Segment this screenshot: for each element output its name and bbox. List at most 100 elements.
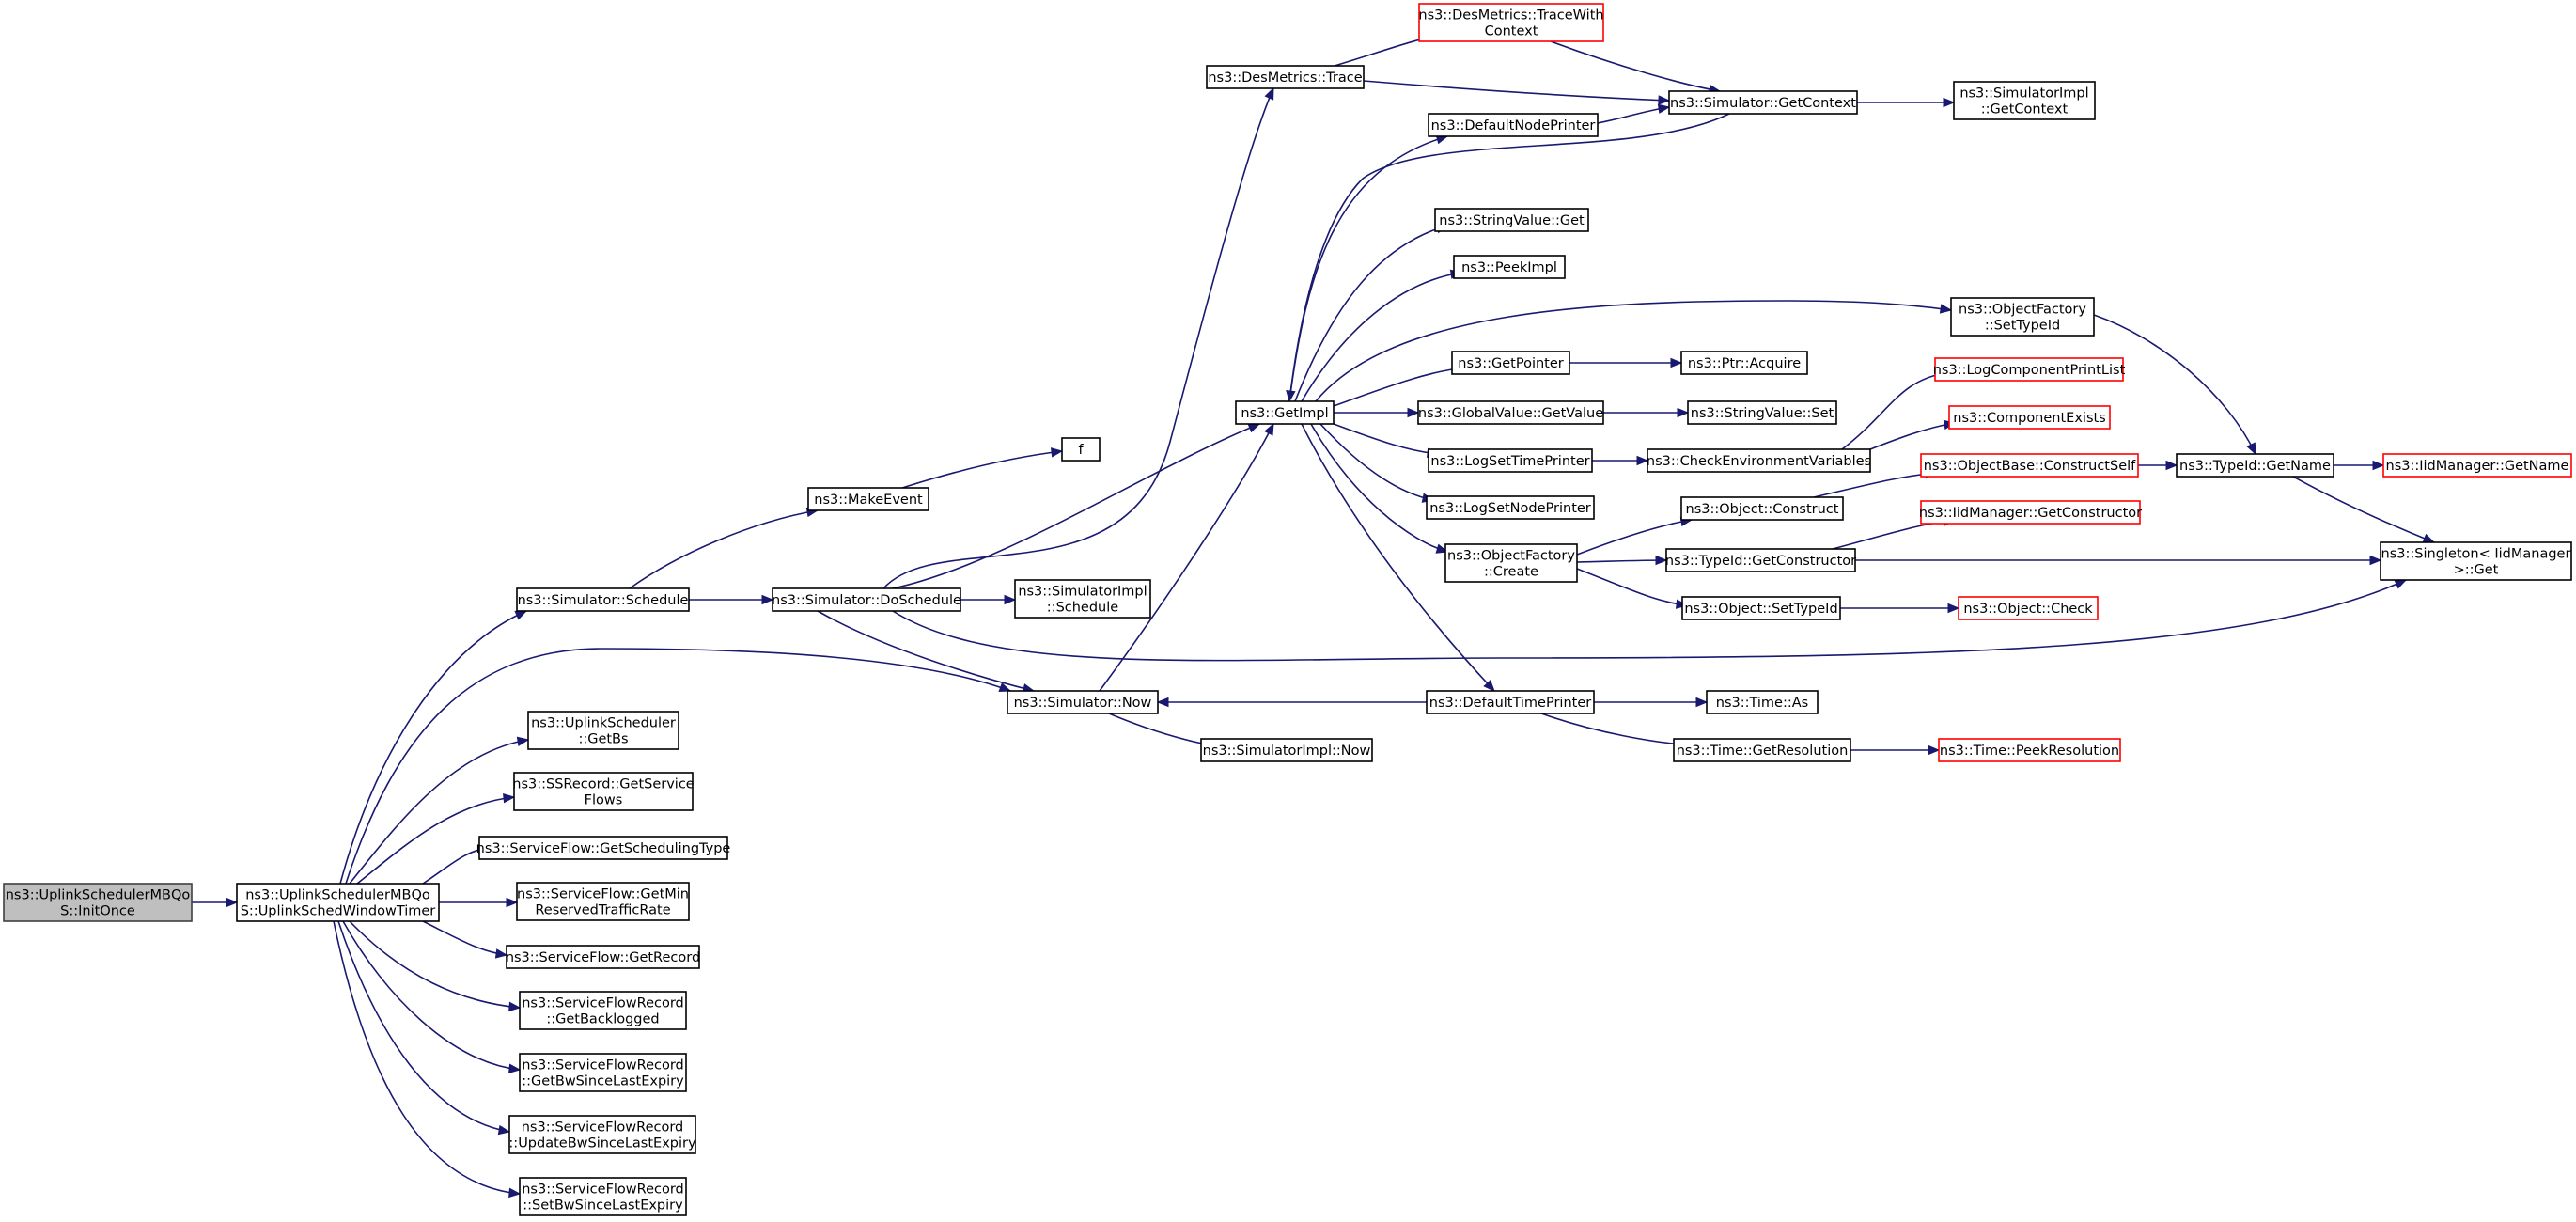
- node-label: ns3::ObjectFactory: [1959, 303, 2086, 318]
- node-getbs[interactable]: ns3::UplinkScheduler::GetBs: [527, 711, 679, 750]
- node-label: ns3::StringValue::Get: [1439, 213, 1585, 228]
- edge-obj_construct-to-ob_constructself: [1813, 468, 1938, 498]
- edge-tid_getname-to-singleton_get: [2292, 476, 2436, 543]
- node-logsetnodeprinter[interactable]: ns3::LogSetNodePrinter: [1426, 495, 1595, 520]
- node-gv_getvalue[interactable]: ns3::GlobalValue::GetValue: [1417, 400, 1604, 425]
- node-label: ns3::LogComponentPrintList: [1933, 363, 2126, 378]
- node-label: ::SetTypeId: [1985, 319, 2060, 334]
- node-tid_getname[interactable]: ns3::TypeId::GetName: [2176, 453, 2334, 478]
- node-label: ::Schedule: [1047, 601, 1118, 616]
- node-label: ns3::Simulator::GetContext: [1670, 96, 1856, 111]
- node-label: ns3::SSRecord::GetService: [512, 777, 695, 792]
- node-label: ns3::MakeEvent: [814, 493, 923, 508]
- node-label: ns3::Simulator::Schedule: [518, 593, 689, 608]
- node-simimpl_schedule[interactable]: ns3::SimulatorImpl::Schedule: [1014, 579, 1151, 619]
- node-singleton_get[interactable]: ns3::Singleton< IidManager >::Get: [2380, 541, 2572, 581]
- edge-deftimeprinter-to-time_getres: [1540, 713, 1694, 750]
- edge-time_getres-to-time_peekres: [1850, 744, 1941, 756]
- node-getschedtype[interactable]: ns3::ServiceFlow::GetSchedulingType: [476, 836, 731, 860]
- node-label: ns3::ObjectFactory: [1447, 549, 1575, 564]
- node-label: ns3::ServiceFlowRecord: [522, 996, 684, 1011]
- node-tid_getconstructor[interactable]: ns3::TypeId::GetConstructor: [1665, 548, 1856, 572]
- edge-logsettimeprinter-to-checkenv: [1592, 455, 1649, 466]
- edge-getimpl-to-getpointer: [1333, 363, 1468, 407]
- node-of_create[interactable]: ns3::ObjectFactory::Create: [1444, 543, 1578, 583]
- node-sim_schedule[interactable]: ns3::Simulator::Schedule: [516, 588, 690, 612]
- node-logsettimeprinter[interactable]: ns3::LogSetTimePrinter: [1428, 448, 1593, 473]
- node-peekimpl[interactable]: ns3::PeekImpl: [1453, 255, 1566, 279]
- node-sim_now[interactable]: ns3::Simulator::Now: [1007, 690, 1159, 714]
- node-label: ns3::SimulatorImpl::Now: [1203, 744, 1371, 759]
- node-obj_construct[interactable]: ns3::Object::Construct: [1680, 496, 1844, 521]
- node-ob_constructself[interactable]: ns3::ObjectBase::ConstructSelf: [1920, 453, 2139, 478]
- edge-obj_settypeid-to-obj_check: [1840, 603, 1960, 614]
- node-getminrtr[interactable]: ns3::ServiceFlow::GetMinReservedTrafficR…: [516, 882, 690, 921]
- node-deftimeprinter[interactable]: ns3::DefaultTimePrinter: [1426, 690, 1595, 714]
- node-makeevent[interactable]: ns3::MakeEvent: [807, 487, 929, 511]
- node-sim_getcontext[interactable]: ns3::Simulator::GetContext: [1668, 90, 1858, 115]
- node-label: f: [1078, 443, 1084, 458]
- node-label: >::Get: [2454, 563, 2499, 578]
- node-simimpl_getcontext[interactable]: ns3::SimulatorImpl::GetContext: [1953, 81, 2096, 120]
- edge-getpointer-to-ptr_acquire: [1569, 357, 1683, 368]
- node-label: ns3::PeekImpl: [1461, 260, 1557, 275]
- node-desm_trace[interactable]: ns3::DesMetrics::Trace: [1206, 65, 1365, 89]
- node-obj_check[interactable]: ns3::Object::Check: [1958, 596, 2099, 620]
- node-setbwsle[interactable]: ns3::ServiceFlowRecord::SetBwSinceLastEx…: [519, 1177, 687, 1216]
- node-time_getres[interactable]: ns3::Time::GetResolution: [1673, 738, 1851, 762]
- node-iid_getconstructor[interactable]: ns3::IidManager::GetConstructor: [1919, 500, 2142, 525]
- node-iid_getname[interactable]: ns3::IidManager::GetName: [2382, 453, 2572, 478]
- node-label: ::GetBwSinceLastExpiry: [522, 1074, 684, 1089]
- node-simimpl_now[interactable]: ns3::SimulatorImpl::Now: [1200, 738, 1373, 762]
- node-label: ns3::DefaultNodePrinter: [1431, 118, 1596, 133]
- edge-uswt-to-getbs: [349, 736, 530, 885]
- node-f[interactable]: f: [1061, 437, 1101, 462]
- edge-deftimeprinter-to-time_as: [1594, 697, 1709, 708]
- node-label: ns3::SimulatorImpl: [1959, 86, 2088, 102]
- node-label: ns3::UplinkSchedulerMBQo: [6, 888, 191, 903]
- edge-ob_constructself-to-tid_getname: [2138, 460, 2178, 471]
- node-ptr_acquire[interactable]: ns3::Ptr::Acquire: [1680, 351, 1808, 375]
- node-getimpl[interactable]: ns3::GetImpl: [1235, 400, 1335, 425]
- edge-getimpl-to-gv_getvalue: [1334, 407, 1420, 418]
- node-label: ns3::DesMetrics::TraceWith: [1418, 8, 1603, 24]
- edge-deftimeprinter-to-sim_now: [1156, 697, 1427, 708]
- edge-getimpl-to-of_settypeid: [1315, 300, 1953, 402]
- node-label: ns3::ServiceFlowRecord: [522, 1058, 684, 1073]
- node-sv_set[interactable]: ns3::StringValue::Set: [1687, 400, 1837, 425]
- edge-tracewithctx-to-sim_getcontext: [1550, 40, 1722, 95]
- node-updbwsle[interactable]: ns3::ServiceFlowRecord::UpdateBwSinceLas…: [508, 1115, 696, 1154]
- node-getrecord[interactable]: ns3::ServiceFlow::GetRecord: [506, 945, 700, 969]
- node-doschedule[interactable]: ns3::Simulator::DoSchedule: [772, 588, 961, 612]
- nodes-layer: ns3::UplinkSchedulerMBQoS::InitOncens3::…: [3, 3, 2572, 1216]
- node-label: ns3::ServiceFlowRecord: [522, 1120, 684, 1136]
- node-compexists[interactable]: ns3::ComponentExists: [1948, 405, 2111, 430]
- node-defnodeprinter[interactable]: ns3::DefaultNodePrinter: [1428, 113, 1599, 137]
- node-stringvalue_get[interactable]: ns3::StringValue::Get: [1434, 208, 1589, 232]
- node-time_peekres[interactable]: ns3::Time::PeekResolution: [1938, 738, 2121, 762]
- node-label: ns3::TypeId::GetName: [2179, 459, 2331, 474]
- node-uswt[interactable]: ns3::UplinkSchedulerMBQoS::UplinkSchedWi…: [236, 883, 440, 922]
- edge-getimpl-to-defnodeprinter: [1288, 134, 1449, 402]
- node-getpointer[interactable]: ns3::GetPointer: [1451, 351, 1570, 375]
- node-label: ns3::IidManager::GetName: [2386, 459, 2569, 474]
- node-label: ns3::Simulator::DoSchedule: [772, 593, 961, 608]
- node-label: ns3::ServiceFlow::GetRecord: [506, 950, 700, 965]
- edge-uswt-to-getminrtr: [439, 897, 519, 908]
- node-label: ns3::Time::GetResolution: [1677, 744, 1849, 759]
- edge-of_create-to-obj_settypeid: [1576, 568, 1689, 609]
- node-label: ns3::DesMetrics::Trace: [1208, 70, 1362, 86]
- node-time_as[interactable]: ns3::Time::As: [1706, 690, 1819, 714]
- node-getbacklogged[interactable]: ns3::ServiceFlowRecord::GetBacklogged: [519, 991, 687, 1030]
- node-label: ::SetBwSinceLastExpiry: [523, 1198, 683, 1214]
- node-logcompprintlist[interactable]: ns3::LogComponentPrintList: [1933, 357, 2126, 382]
- edge-tid_getconstructor-to-singleton_get: [1855, 555, 2382, 566]
- node-obj_settypeid[interactable]: ns3::Object::SetTypeId: [1681, 596, 1841, 620]
- node-getbwsle[interactable]: ns3::ServiceFlowRecord::GetBwSinceLastEx…: [519, 1053, 687, 1092]
- edge-desm_trace-to-sim_getcontext: [1363, 80, 1671, 105]
- node-checkenv[interactable]: ns3::CheckEnvironmentVariables: [1647, 448, 1871, 473]
- node-of_settypeid[interactable]: ns3::ObjectFactory::SetTypeId: [1950, 297, 2095, 337]
